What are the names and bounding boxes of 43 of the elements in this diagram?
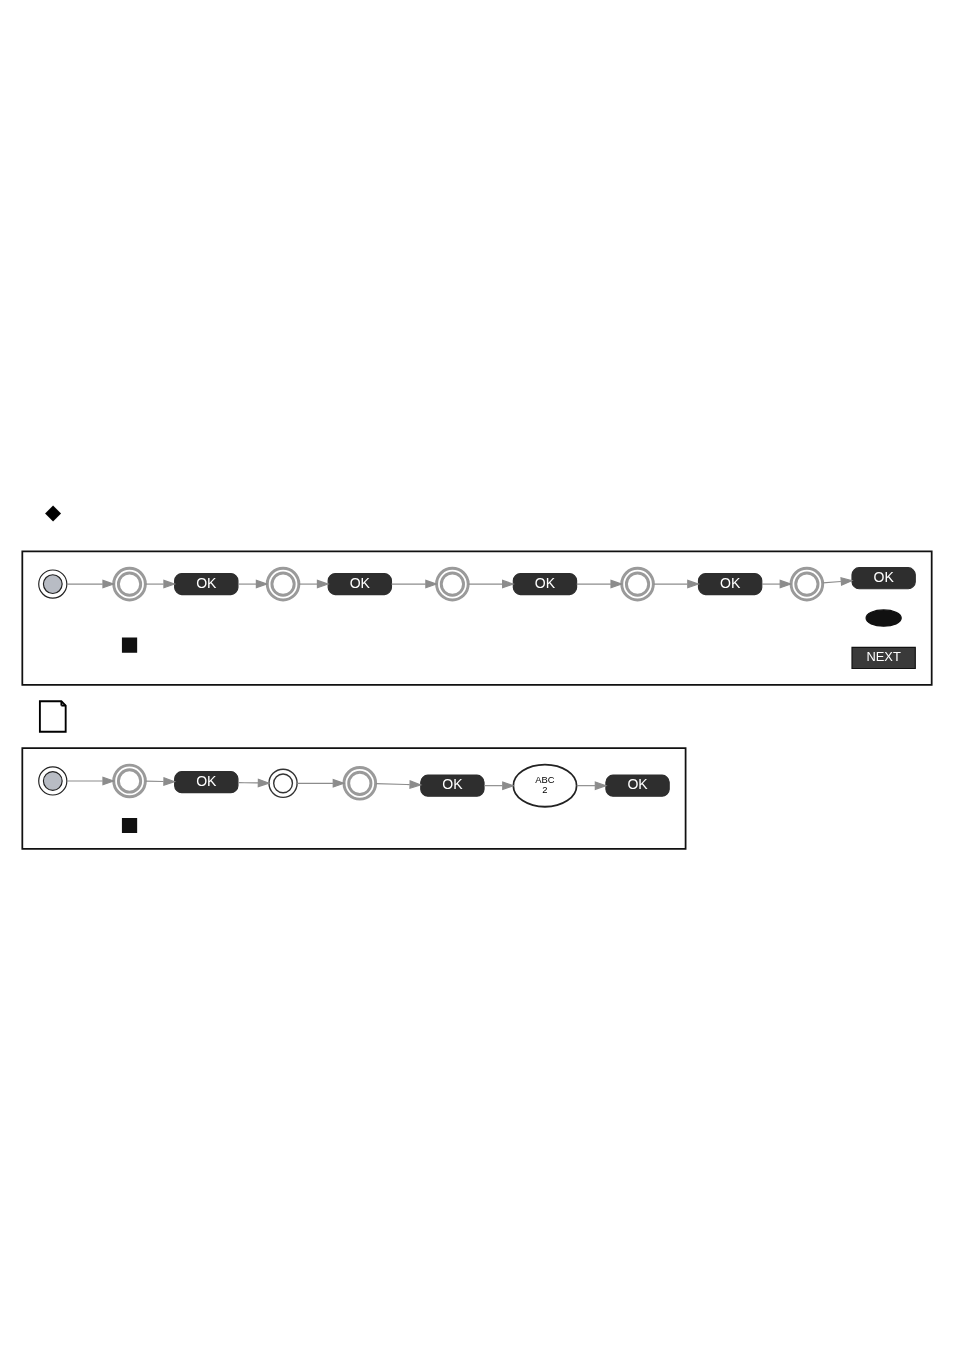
arrow xyxy=(467,579,515,589)
node-ellipse: ABC 2 xyxy=(512,763,578,808)
arrow xyxy=(483,780,516,790)
node-picture xyxy=(789,566,825,601)
node-box xyxy=(121,817,138,833)
arrow xyxy=(66,579,116,589)
node-box xyxy=(121,636,138,653)
node-box: OK xyxy=(174,770,239,793)
arrow xyxy=(576,579,624,589)
arrow xyxy=(576,780,608,790)
node-box: OK xyxy=(851,566,916,589)
node-picture xyxy=(112,763,147,798)
node-box: OK xyxy=(174,572,239,595)
node-box: OK xyxy=(327,572,393,595)
arrow xyxy=(144,579,177,589)
node-box: NEXT xyxy=(851,646,916,669)
node-picture xyxy=(38,765,68,796)
node-picture xyxy=(268,768,298,798)
node-box: OK xyxy=(605,774,670,797)
label: ◆ xyxy=(44,499,61,523)
arrow xyxy=(66,775,116,785)
arrow xyxy=(298,579,330,589)
arrow xyxy=(237,777,271,787)
arrow xyxy=(237,579,269,589)
arrow xyxy=(144,776,177,786)
arrow xyxy=(761,579,793,589)
node-picture xyxy=(265,566,301,601)
arrow xyxy=(822,576,854,586)
node-picture xyxy=(342,765,378,801)
cluster xyxy=(21,746,687,850)
arrow xyxy=(390,579,439,589)
node-picture xyxy=(38,568,68,599)
node-picture xyxy=(112,566,147,601)
node-oval xyxy=(865,608,902,627)
node-picture xyxy=(435,566,470,601)
arrow xyxy=(296,778,346,788)
node-box: OK xyxy=(697,572,763,595)
cluster xyxy=(21,549,933,686)
node-box: OK xyxy=(420,774,485,797)
node-picture xyxy=(620,566,655,601)
node-box: OK xyxy=(512,572,578,595)
arrow xyxy=(375,779,423,789)
arrow xyxy=(653,579,701,589)
